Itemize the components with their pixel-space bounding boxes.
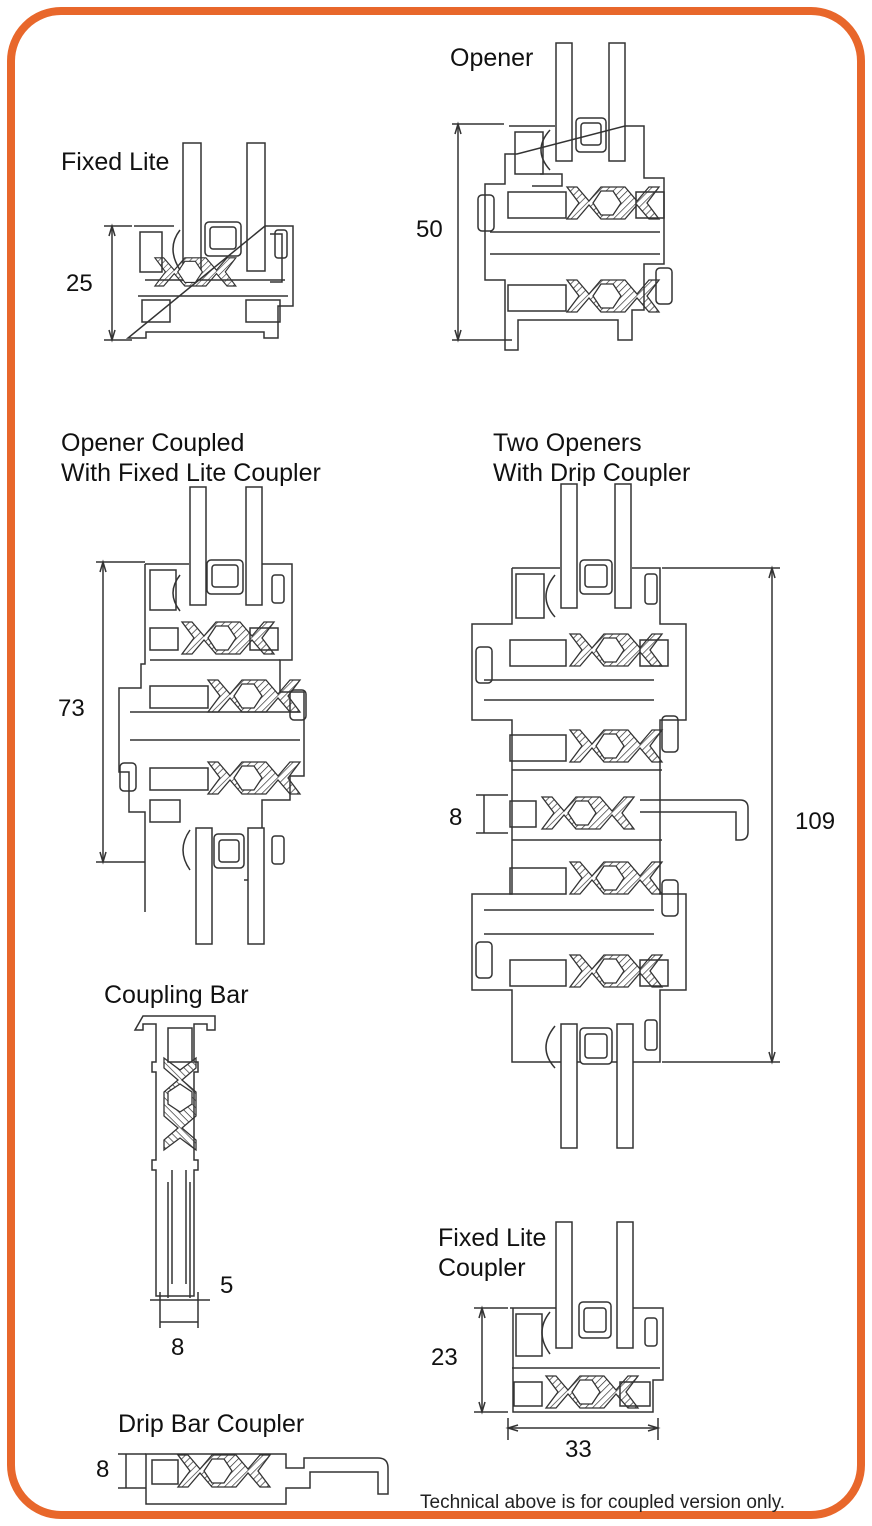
coupling-bar-label: Coupling Bar <box>104 981 249 1009</box>
two-openers-label-line1: Two Openers <box>493 429 642 457</box>
two-openers-height: 109 <box>795 808 836 835</box>
orange-border-frame <box>7 7 865 1519</box>
fixed-lite-coupler-label-line2: Coupler <box>438 1254 526 1282</box>
two-openers-label-line2: With Drip Coupler <box>493 459 691 487</box>
coupling-bar-profile <box>133 1015 216 1298</box>
coupling-bar-inner-dim: 5 <box>220 1272 234 1299</box>
opener-coupled-dimension <box>96 559 145 865</box>
fixed-lite-coupler-label-line1: Fixed Lite <box>438 1224 547 1252</box>
technical-note: Technical above is for coupled version o… <box>420 1492 786 1513</box>
fixed-lite-coupler-dimension <box>474 1305 661 1440</box>
opener-gaskets <box>566 186 660 313</box>
drip-bar-coupler-profile <box>145 1453 389 1505</box>
opener-label: Opener <box>450 44 534 72</box>
opener-coupled-profile <box>118 486 307 945</box>
drip-bar-dimension <box>118 1453 146 1489</box>
coupling-bar-width-dim: 8 <box>171 1334 185 1361</box>
two-openers-coupler-dim: 8 <box>449 804 463 831</box>
opener-coupled-label-line1: Opener Coupled <box>61 429 245 457</box>
two-openers-dimension <box>476 565 780 1065</box>
fixed-lite-dimension <box>104 223 132 343</box>
drip-bar-height: 8 <box>96 1456 110 1483</box>
opener-height: 50 <box>416 216 443 243</box>
opener-profile <box>477 42 673 351</box>
fixed-lite-height: 25 <box>66 270 93 297</box>
opener-coupled-label-line2: With Fixed Lite Coupler <box>61 459 321 487</box>
fixed-lite-coupler-width: 33 <box>565 1436 592 1463</box>
fixed-lite-profile <box>125 142 294 339</box>
fixed-lite-coupler-profile <box>510 1221 664 1413</box>
opener-coupled-height: 73 <box>58 695 85 722</box>
coupling-bar-dimension <box>150 1292 210 1328</box>
drip-bar-coupler-label: Drip Bar Coupler <box>118 1410 305 1438</box>
opener-dimension <box>452 121 512 343</box>
fixed-lite-label: Fixed Lite <box>61 148 170 176</box>
fixed-lite-coupler-height: 23 <box>431 1344 458 1371</box>
